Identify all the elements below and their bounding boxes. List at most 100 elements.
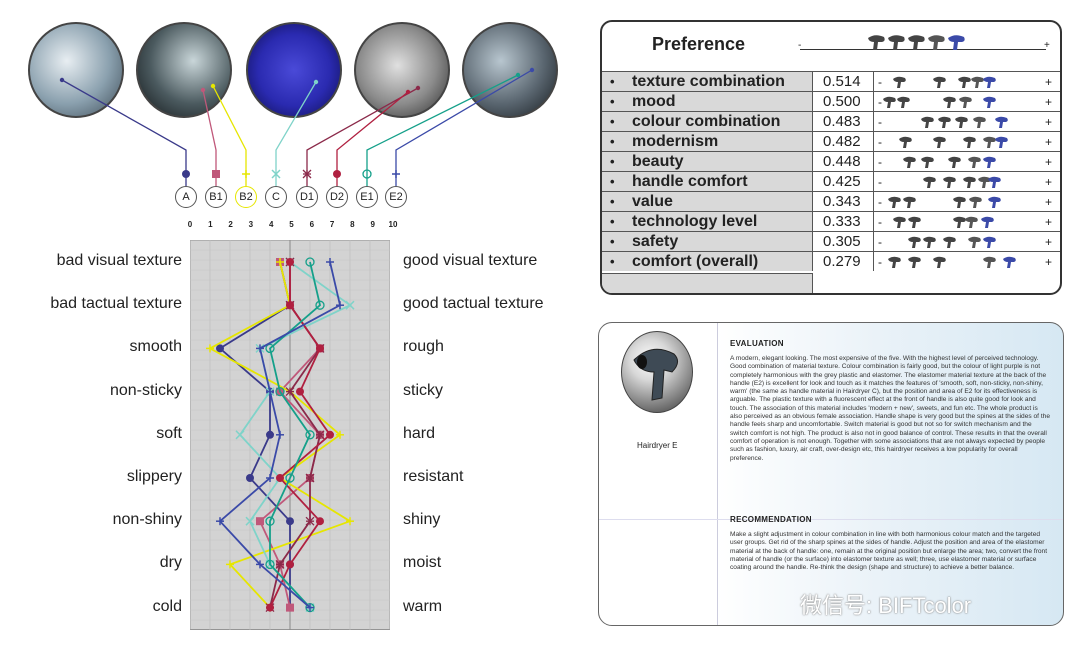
row-plus: + [1044, 95, 1052, 109]
point-e2-5 [266, 474, 274, 482]
row-plus: + [1044, 175, 1052, 189]
preference-plus: + [1044, 40, 1050, 51]
point-b2-4 [336, 430, 344, 439]
label-a: A [175, 186, 197, 208]
evaluation-text: A modern, elegant looking. The most expe… [730, 355, 1050, 462]
right-label-3: sticky [403, 381, 443, 399]
hairdryer-e-photo [621, 331, 693, 413]
connector-marker-d1 [302, 169, 312, 179]
preference-axis [800, 49, 1046, 50]
row-minus: - [878, 195, 882, 209]
point-e2-3 [266, 387, 274, 396]
hairdryer-icon [968, 156, 981, 168]
row-plus: + [1044, 135, 1052, 149]
label-c: C [265, 186, 287, 208]
hairdryer-icon [995, 136, 1008, 148]
hairdryer-icon [893, 216, 906, 228]
product-photo-3 [246, 22, 342, 118]
point-c-4 [235, 430, 245, 440]
hairdryer-icon [953, 196, 966, 208]
point-e1-4 [305, 430, 315, 440]
point-c-1 [345, 300, 355, 310]
hairdryer-icon [943, 236, 956, 248]
connector-a [61, 79, 187, 186]
row-minus: - [878, 135, 882, 149]
connector-marker-d2 [333, 170, 341, 178]
hairdryer-icon [983, 256, 996, 268]
hairdryer-icon [963, 176, 976, 188]
point-e2-7 [256, 560, 264, 569]
hairdryer-icon [983, 236, 996, 248]
hairdryer-icon [899, 136, 912, 148]
row-minus: - [878, 255, 882, 269]
point-d1-7 [275, 559, 285, 569]
preference-label: •texture combination [602, 72, 812, 91]
right-label-6: shiny [403, 511, 441, 529]
hairdryer-icon [908, 216, 921, 228]
hairdryer-icon [981, 216, 994, 228]
hairdryer-icon [923, 236, 936, 248]
point-e1-0 [305, 257, 315, 267]
hairdryer-icon [888, 196, 901, 208]
evaluation-title: EVALUATION [730, 339, 784, 348]
series-line-e1 [269, 261, 321, 609]
hairdryer-icon [933, 76, 946, 88]
point-b2-6 [346, 517, 354, 526]
preference-label: •comfort (overall) [602, 252, 812, 271]
hairdryer-icon [888, 256, 901, 268]
scale-tick-9: 9 [370, 220, 375, 229]
row-plus: + [1044, 155, 1052, 169]
hairdryer-icon [943, 96, 956, 108]
preference-label: •colour combination [602, 112, 812, 131]
watermark: 微信号: BIFTcolor [800, 593, 972, 618]
hairdryer-icon [953, 216, 966, 228]
point-e1-3 [275, 386, 285, 397]
bullet-icon: • [610, 234, 615, 249]
point-d1-6 [305, 516, 315, 526]
point-b1-6 [256, 517, 264, 526]
scale-tick-2: 2 [228, 220, 233, 229]
hairdryer-icon [938, 116, 951, 128]
preference-value: 0.514 [812, 72, 874, 91]
row-minus: - [878, 95, 882, 109]
label-e2: E2 [385, 186, 407, 208]
connector-dot-b2 [210, 83, 216, 89]
point-b2-7 [226, 560, 234, 569]
preference-label-text: technology level [632, 213, 758, 230]
left-label-8: cold [152, 597, 182, 615]
recommendation-text: Make a slight adjustment in colour combi… [730, 531, 1048, 572]
preference-label: •value [602, 192, 812, 211]
point-d2-1 [286, 301, 294, 310]
panel-hline [599, 519, 1063, 520]
left-label-4: soft [156, 424, 182, 442]
point-e2-4 [276, 430, 284, 439]
preference-label: •modernism [602, 132, 812, 151]
hairdryer-icon [969, 196, 982, 208]
right-label-1: good tactual texture [403, 295, 544, 313]
product-photo-1 [28, 22, 124, 118]
point-d2-3 [296, 387, 304, 396]
connector-dot-c [313, 79, 319, 85]
bullet-icon: • [610, 94, 615, 109]
preference-row: •comfort (overall)0.279-+ [602, 251, 1060, 271]
preference-label-text: beauty [632, 153, 684, 170]
connector-marker-e1 [362, 169, 372, 179]
point-d2-7 [286, 560, 294, 569]
preference-label-text: value [632, 193, 673, 210]
preference-label-text: handle comfort [632, 173, 748, 190]
preference-title: Preference [652, 34, 746, 54]
point-d2-4 [326, 430, 334, 439]
hairdryer-icon [955, 116, 968, 128]
point-e1-6 [265, 516, 275, 526]
hairdryer-icon [943, 176, 956, 188]
hairdryer-icon [963, 136, 976, 148]
hairdryer-icon [868, 35, 885, 50]
point-a-6 [286, 517, 294, 526]
hairdryer-icon [921, 156, 934, 168]
right-label-8: warm [403, 597, 443, 615]
connector-d2 [336, 91, 409, 186]
point-d2-5 [276, 474, 284, 482]
